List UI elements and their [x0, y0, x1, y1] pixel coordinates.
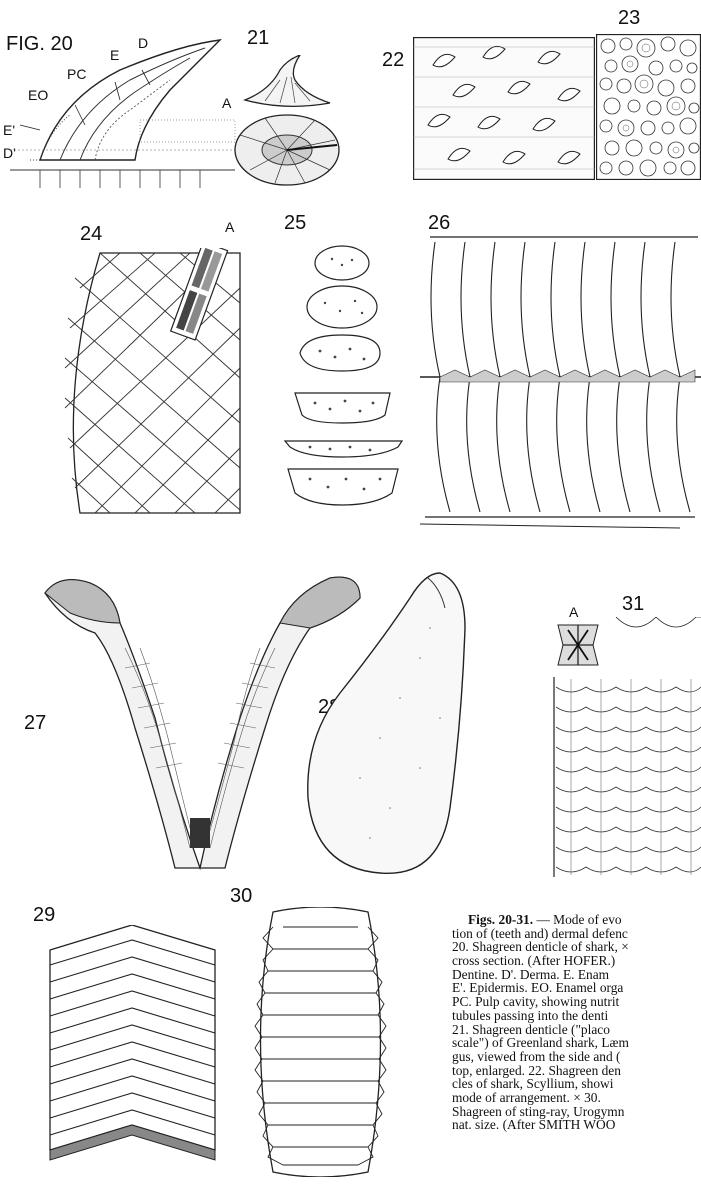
fig23-shagreen-urogymnus	[596, 34, 701, 180]
fig22-shagreen-scyllium	[413, 37, 595, 180]
fig24-a-label: A	[225, 220, 234, 234]
caption-line-14: mode of arrangement. × 30.	[452, 1091, 701, 1105]
caption-line-8: tubules passing into the denti	[452, 1009, 701, 1023]
fig20-denticle-cross-section	[0, 30, 240, 190]
caption-line-4: cross section. (After HOFER.)	[452, 954, 701, 968]
fig28-scale	[300, 568, 480, 886]
fig31-label: 31	[622, 594, 644, 614]
fig21-label: 21	[247, 28, 269, 48]
fig24-ganoid-scales	[60, 248, 280, 518]
caption-heading: Figs. 20-31.	[468, 913, 533, 927]
caption-line-12: top, enlarged. 22. Shagreen den	[452, 1064, 701, 1078]
fig31-cycloid-scales	[546, 617, 701, 882]
figure-caption: Figs. 20-31. — Mode of evo tion of (teet…	[452, 913, 701, 1186]
caption-line-2: tion of (teeth and) dermal defenc	[452, 927, 701, 941]
caption-line-15: Shagreen of sting-ray, Urogymn	[452, 1105, 701, 1119]
fig24-label: 24	[80, 224, 102, 244]
caption-line-13: cles of shark, Scyllium, showi	[452, 1077, 701, 1091]
fig30-label: 30	[230, 886, 252, 906]
caption-line-7: PC. Pulp cavity, showing nutrit	[452, 995, 701, 1009]
fig29-chevron-scales	[45, 925, 220, 1180]
caption-line-3: 20. Shagreen denticle of shark, ×	[452, 940, 701, 954]
fig23-label: 23	[618, 8, 640, 28]
fig26-label: 26	[428, 213, 450, 233]
caption-line-5: Dentine. D'. Derma. E. Enam	[452, 968, 701, 982]
caption-line-16: nat. size. (After SMITH WOO	[452, 1118, 701, 1132]
fig29-label: 29	[33, 905, 55, 925]
fig26-scales-section	[420, 232, 701, 530]
caption-line-1: Figs. 20-31. — Mode of evo	[452, 913, 701, 927]
fig22-label: 22	[382, 50, 404, 70]
caption-line-11: gus, viewed from the side and (	[452, 1050, 701, 1064]
caption-line-9: 21. Shagreen denticle ("placo	[452, 1023, 701, 1037]
caption-line-10: scale") of Greenland shark, Læm	[452, 1036, 701, 1050]
fig25-scale-series	[280, 243, 410, 511]
caption-line-6: E'. Epidermis. EO. Enamel orga	[452, 981, 701, 995]
fig30-hexagonal-scales	[243, 907, 398, 1177]
fig21-placoid-scale	[225, 55, 350, 195]
fig25-label: 25	[284, 213, 306, 233]
